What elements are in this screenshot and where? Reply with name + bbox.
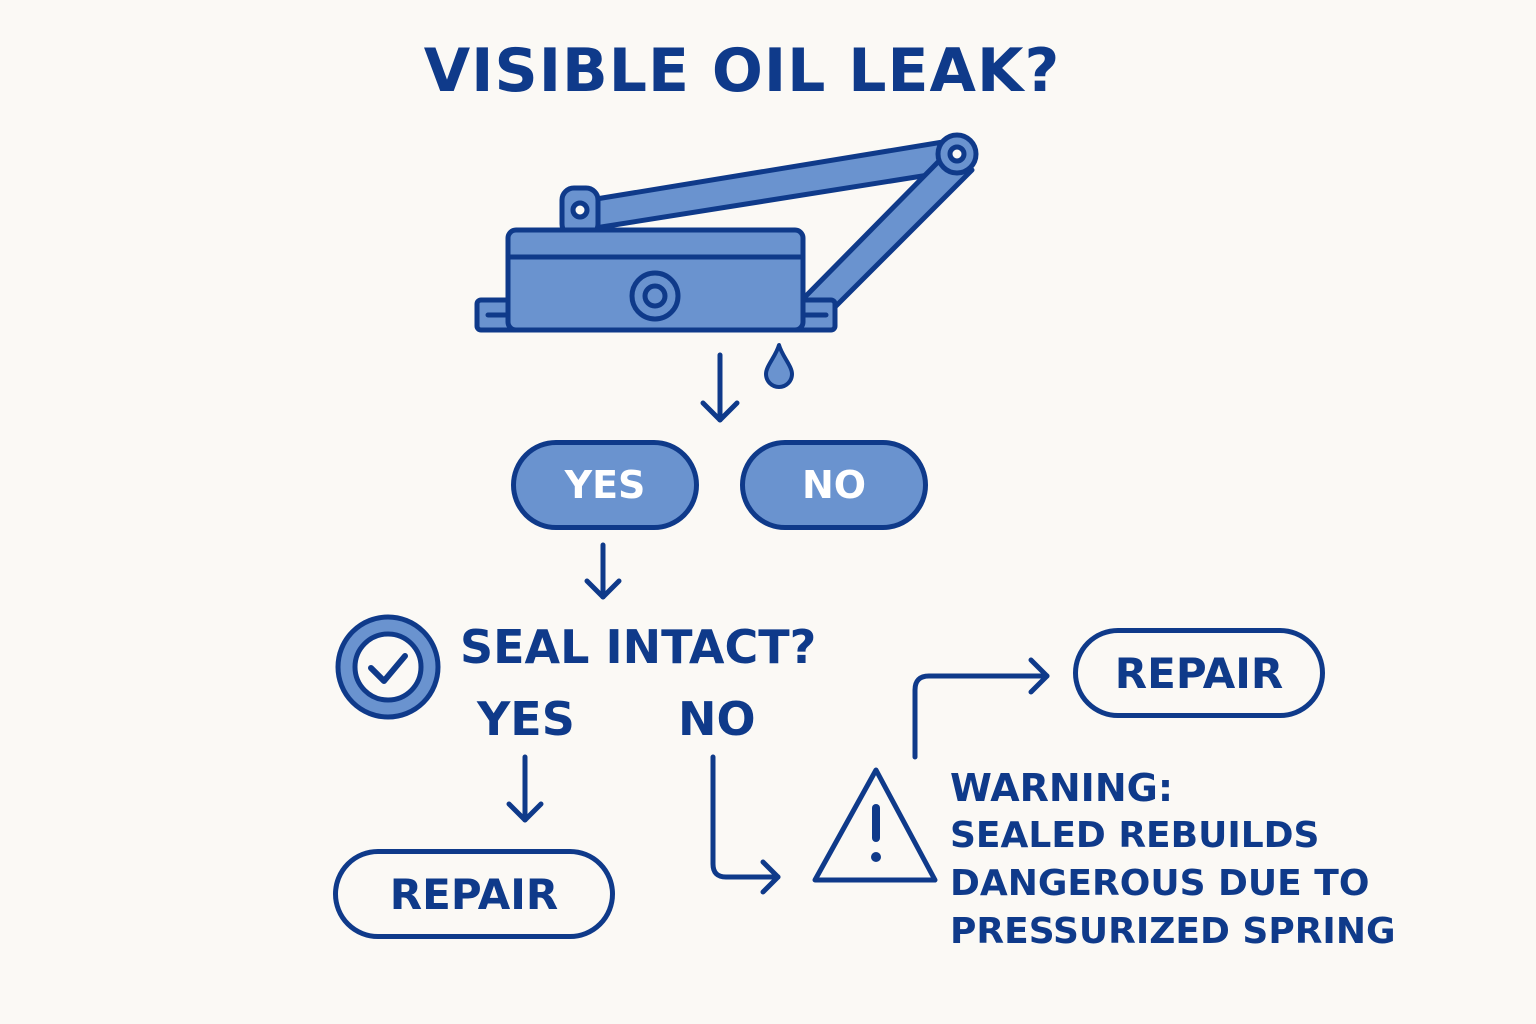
arrow-seal-no-to-warning bbox=[710, 754, 781, 895]
seal-yes-label: YES bbox=[477, 692, 575, 746]
yes-button[interactable]: YES bbox=[511, 440, 699, 530]
warning-title: WARNING: bbox=[950, 766, 1174, 810]
oil-drop-icon bbox=[764, 343, 794, 389]
arrow-to-first-decision bbox=[700, 352, 740, 423]
no-button[interactable]: NO bbox=[740, 440, 928, 530]
arrow-warning-to-repair bbox=[912, 657, 1050, 760]
warning-line: SEALED REBUILDS bbox=[950, 815, 1320, 856]
seal-question-label: SEAL INTACT? bbox=[460, 620, 817, 674]
warning-triangle-icon bbox=[812, 767, 938, 883]
arrow-yes-to-seal bbox=[584, 542, 622, 600]
door-closer-icon bbox=[474, 132, 979, 333]
seal-no-label: NO bbox=[678, 692, 756, 746]
arrow-seal-yes-to-repair bbox=[506, 754, 544, 823]
warning-line: PRESSURIZED SPRING bbox=[950, 911, 1396, 952]
warning-line: DANGEROUS DUE TO bbox=[950, 863, 1370, 904]
check-circle-icon bbox=[335, 614, 441, 720]
warning-text-block: WARNING: SEALED REBUILDS DANGEROUS DUE T… bbox=[950, 764, 1396, 956]
diagram-title: VISIBLE OIL LEAK? bbox=[423, 36, 1061, 106]
repair-box-right: REPAIR bbox=[1073, 628, 1325, 718]
repair-box-left: REPAIR bbox=[333, 849, 615, 939]
